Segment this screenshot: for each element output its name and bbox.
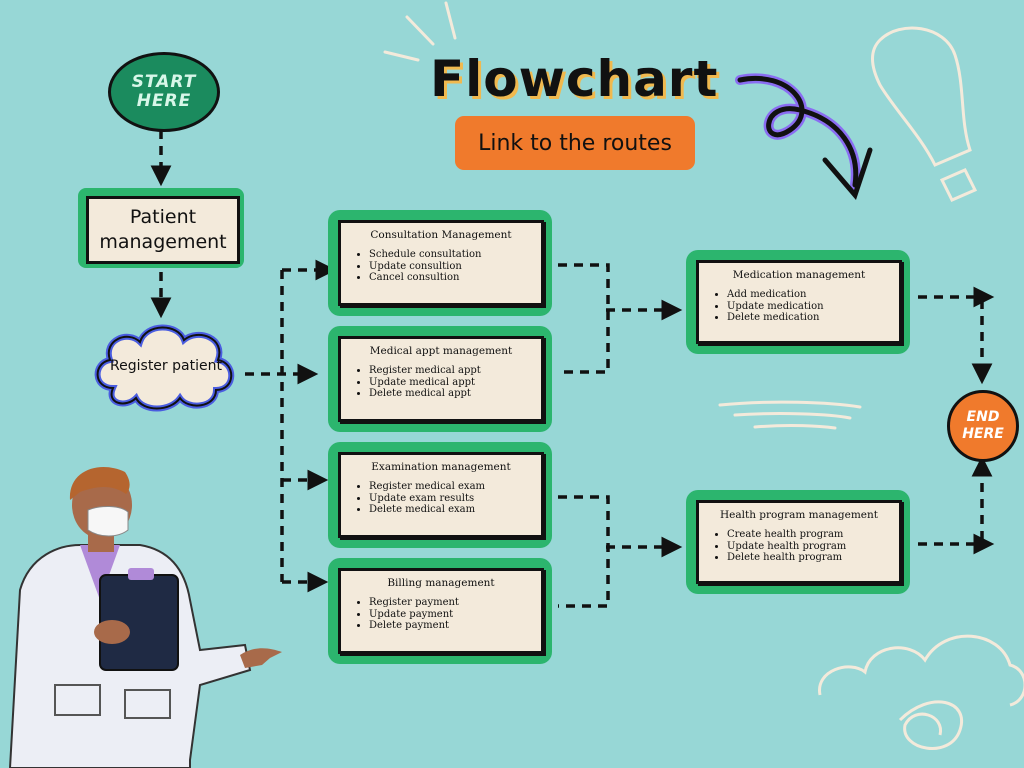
sketch-strokes bbox=[383, 1, 457, 62]
curly-arrow bbox=[735, 73, 873, 200]
list-item: Update consultion bbox=[369, 261, 527, 273]
card-title: Billing management bbox=[387, 577, 495, 589]
list-item: Update health program bbox=[727, 541, 885, 553]
list-item: Update exam results bbox=[369, 493, 527, 505]
list-item: Update payment bbox=[369, 609, 527, 621]
list-item: Delete medical appt bbox=[369, 388, 527, 400]
list-item: Update medical appt bbox=[369, 377, 527, 389]
list-item: Cancel consultion bbox=[369, 272, 527, 284]
list-item: Register payment bbox=[369, 597, 527, 609]
page-title: Flowchart bbox=[430, 50, 719, 108]
consultation-card: Consultation Management Schedule consult… bbox=[338, 220, 544, 306]
list-item: Schedule consultation bbox=[369, 249, 527, 261]
lightbulb-doodle bbox=[871, 26, 978, 202]
list-item: Register medical appt bbox=[369, 365, 527, 377]
register-patient-label: Register patient bbox=[110, 358, 222, 374]
examination-card: Examination management Register medical … bbox=[338, 452, 544, 538]
card-title: Examination management bbox=[371, 461, 511, 473]
medical-appt-card: Medical appt management Register medical… bbox=[338, 336, 544, 422]
card-title: Health program management bbox=[720, 509, 878, 521]
connectors bbox=[150, 130, 995, 593]
list-item: Delete health program bbox=[727, 552, 885, 564]
doctor-illustration bbox=[8, 467, 282, 768]
list-item: Delete medical exam bbox=[369, 504, 527, 516]
list-item: Add medication bbox=[727, 289, 885, 301]
list-item: Register medical exam bbox=[369, 481, 527, 493]
card-title: Consultation Management bbox=[370, 229, 512, 241]
cloud-doodle bbox=[818, 634, 1024, 750]
billing-card: Billing management Register payment Upda… bbox=[338, 568, 544, 654]
connector-trunks bbox=[280, 263, 610, 608]
link-to-routes-button[interactable]: Link to the routes bbox=[455, 116, 695, 170]
card-title: Medication management bbox=[732, 269, 866, 281]
scribble-lines bbox=[718, 400, 862, 430]
list-item: Delete payment bbox=[369, 620, 527, 632]
register-patient-cloud bbox=[94, 324, 235, 412]
list-item: Update medication bbox=[727, 301, 885, 313]
card-title: Medical appt management bbox=[369, 345, 513, 357]
medication-card: Medication management Add medication Upd… bbox=[696, 260, 902, 344]
health-program-card: Health program management Create health … bbox=[696, 500, 902, 584]
list-item: Delete medication bbox=[727, 312, 885, 324]
list-item: Create health program bbox=[727, 529, 885, 541]
